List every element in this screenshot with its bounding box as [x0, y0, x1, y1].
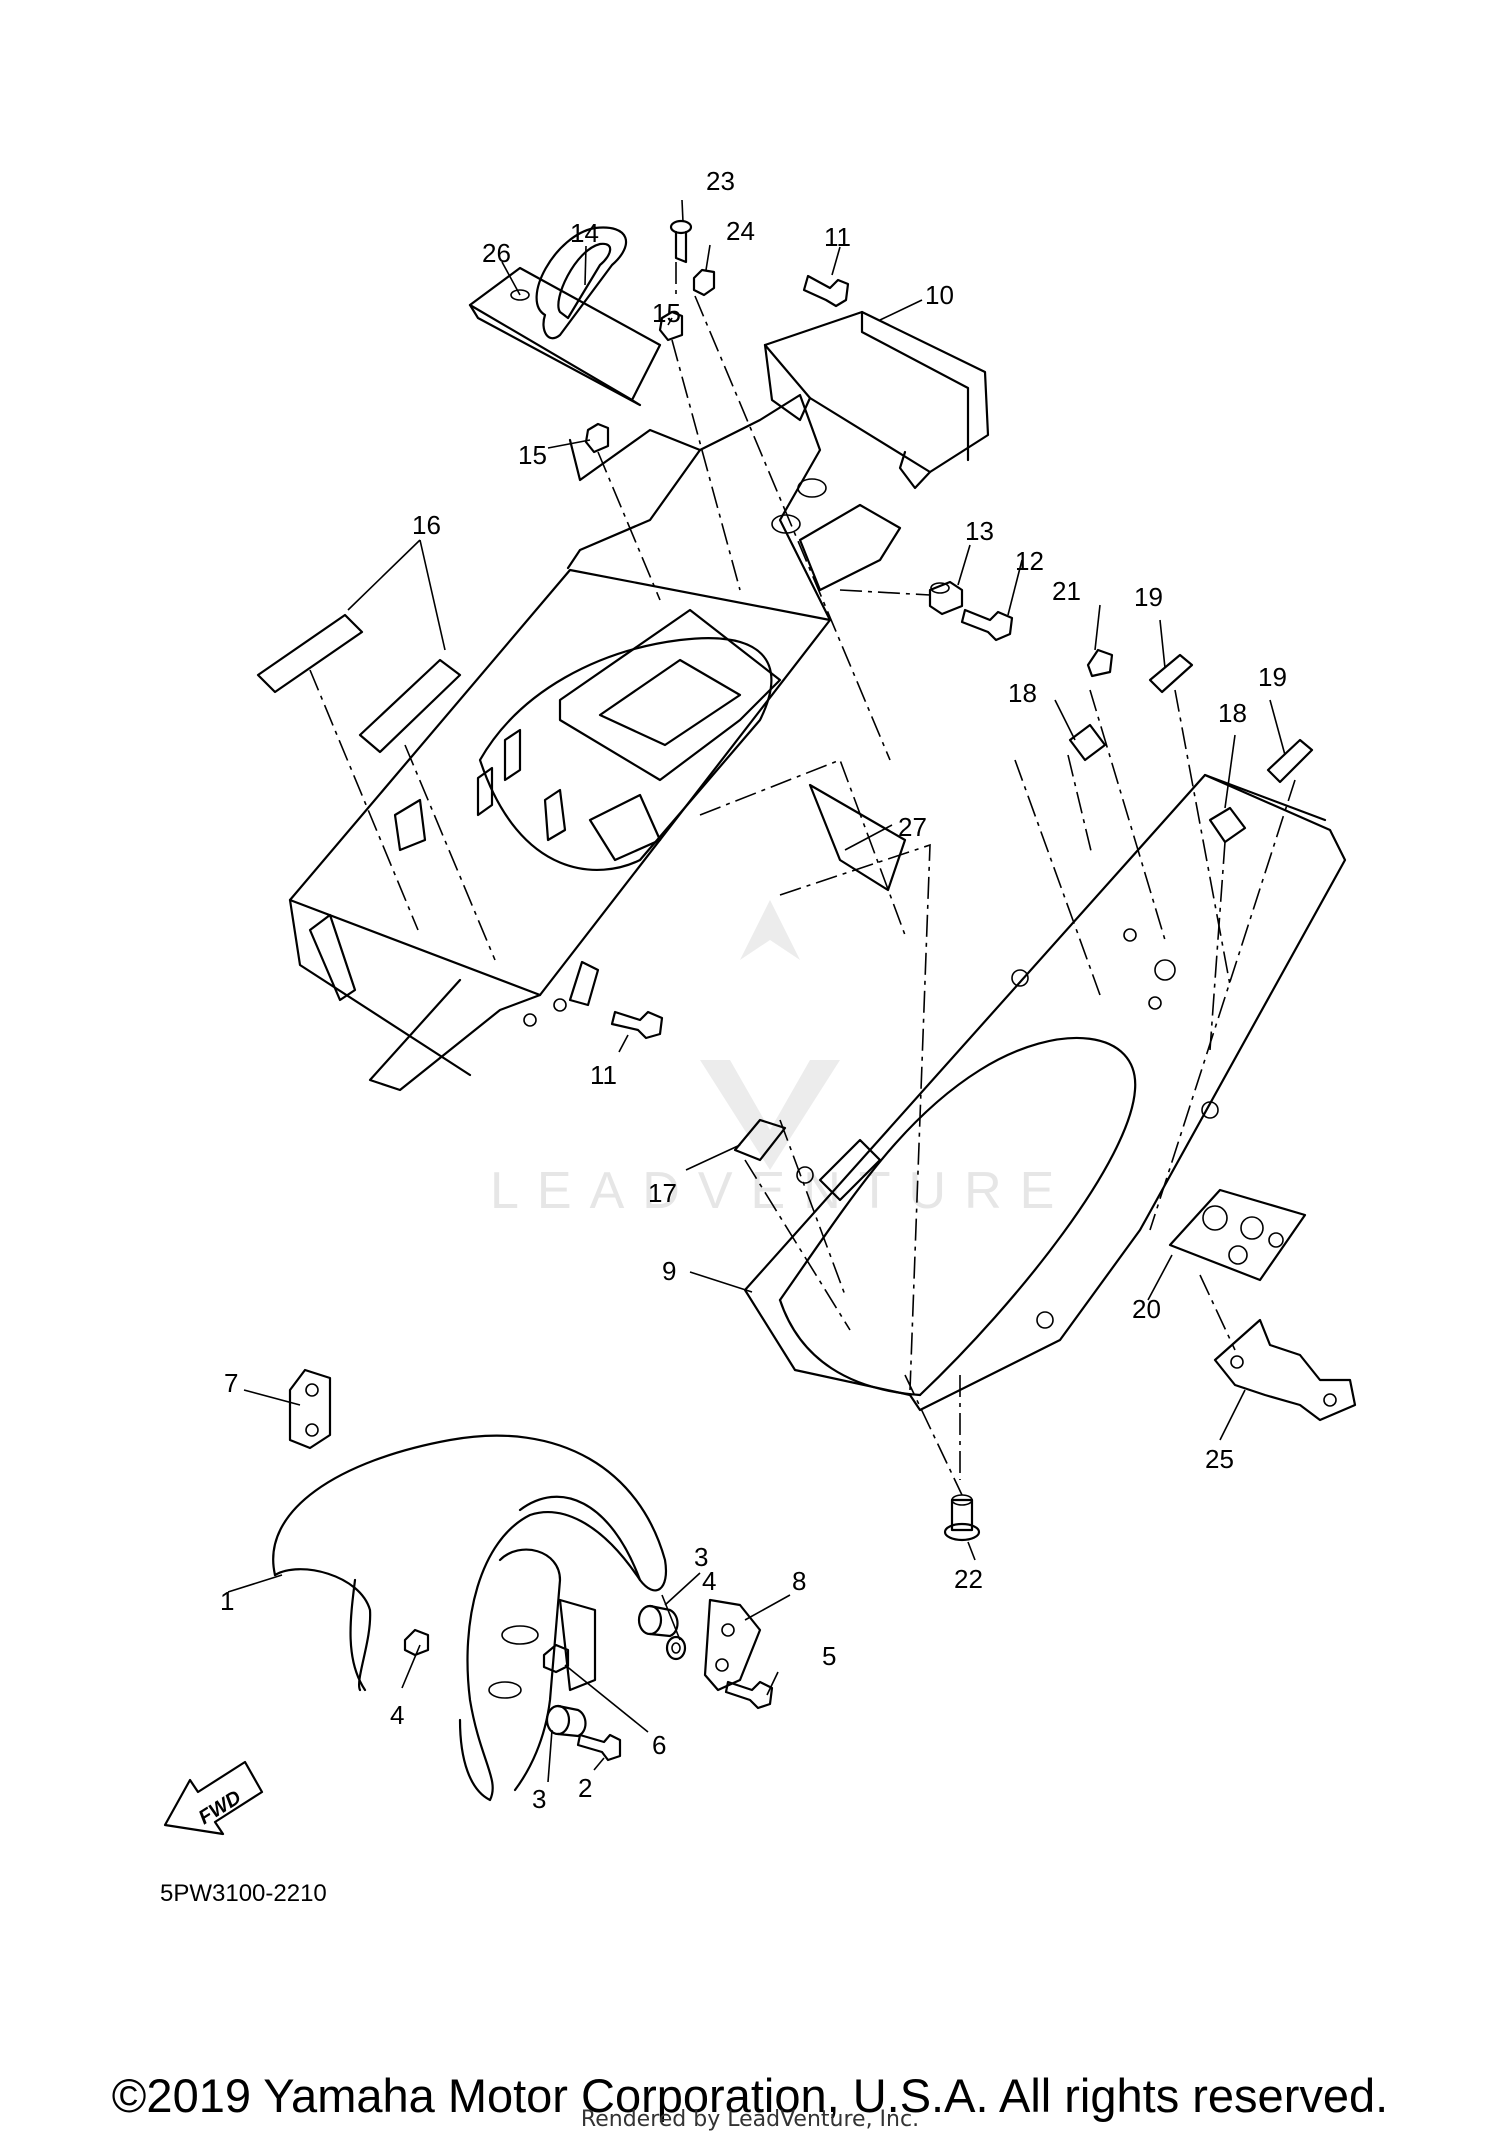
fwd-label: FWD — [195, 1786, 245, 1829]
label-part-27 — [808, 783, 907, 892]
callout-21: 21 — [1052, 576, 1081, 606]
callout-18-left: 18 — [1008, 678, 1037, 708]
callout-9: 9 — [662, 1256, 676, 1286]
nut-part-24 — [692, 268, 716, 297]
callout-numbers: 1 2 3 3 4 4 5 6 7 8 9 10 11 11 12 13 14 … — [220, 166, 1287, 1814]
callout-6: 6 — [652, 1730, 666, 1760]
callout-18-right: 18 — [1218, 698, 1247, 728]
nut-part-6 — [542, 1643, 570, 1674]
callout-20: 20 — [1132, 1294, 1161, 1324]
callout-10: 10 — [925, 280, 954, 310]
callout-11-upper: 11 — [824, 222, 851, 252]
callout-16: 16 — [412, 510, 441, 540]
callout-22: 22 — [954, 1564, 983, 1594]
front-fender-part-1 — [272, 1434, 668, 1802]
pad-part-18-a — [1068, 723, 1107, 762]
callout-7: 7 — [224, 1368, 238, 1398]
callout-3-upper: 3 — [694, 1542, 708, 1572]
collar-part-3-upper — [637, 1604, 679, 1638]
callout-26: 26 — [482, 238, 511, 268]
callout-17: 17 — [648, 1178, 677, 1208]
bolt-part-5 — [724, 1680, 774, 1710]
callout-12: 12 — [1015, 546, 1044, 576]
rear-fender-part-9 — [743, 773, 1347, 1412]
clip-part-15-lower — [584, 422, 610, 454]
label-part-16-a — [256, 613, 364, 694]
callout-23: 23 — [706, 166, 735, 196]
callout-19-left: 19 — [1134, 582, 1163, 612]
copyright-text: ©2019 Yamaha Motor Corporation, U.S.A. A… — [111, 2069, 1389, 2122]
callout-4-left: 4 — [390, 1700, 404, 1730]
assembly-lines — [309, 262, 1296, 1496]
diagram-code: 5PW3100-2210 — [160, 1880, 327, 1907]
bracket-part-8 — [703, 1598, 762, 1692]
rendered-by-text: Rendered by LeadVenture, Inc. — [580, 2107, 920, 2132]
strap-part-14 — [535, 226, 628, 340]
collar-part-13 — [928, 580, 964, 616]
callout-15-upper: 15 — [652, 298, 681, 328]
rear-frame-assembly — [288, 393, 832, 1092]
leader-lines — [227, 199, 1286, 1783]
watermark: LEADVENTURE — [490, 900, 1072, 1220]
pad-part-18-b — [1208, 806, 1247, 844]
collar-part-3-lower — [545, 1704, 587, 1738]
callout-3-lower: 3 — [532, 1784, 546, 1814]
clip-part-21 — [1086, 648, 1114, 678]
callout-8: 8 — [792, 1566, 806, 1596]
callout-27: 27 — [898, 812, 927, 842]
fwd-arrow-icon: FWD — [163, 1760, 264, 1836]
rivet-part-22 — [943, 1494, 981, 1542]
callout-5: 5 — [822, 1641, 836, 1671]
washer-part-4-left — [403, 1628, 430, 1657]
callout-19-right: 19 — [1258, 662, 1287, 692]
plate-part-20 — [1168, 1188, 1307, 1282]
seat-tray-part-26 — [468, 266, 662, 407]
bolt-part-11-lower — [610, 1010, 664, 1040]
bracket-part-7 — [288, 1368, 332, 1450]
callout-4-right: 4 — [702, 1566, 716, 1596]
label-part-16-b — [358, 658, 462, 754]
callout-2: 2 — [578, 1773, 592, 1803]
callout-24: 24 — [726, 216, 755, 246]
callout-1: 1 — [220, 1586, 234, 1616]
callout-13: 13 — [965, 516, 994, 546]
bracket-part-25 — [1213, 1318, 1357, 1422]
screw-part-23 — [669, 219, 693, 264]
bolt-part-12 — [960, 608, 1014, 642]
callout-15-lower: 15 — [518, 440, 547, 470]
battery-box-part-10 — [763, 310, 990, 592]
bolt-part-2 — [576, 1733, 622, 1762]
callout-14: 14 — [570, 218, 599, 248]
label-part-17 — [733, 1118, 787, 1162]
label-part-19-a — [1148, 653, 1194, 694]
washer-part-4-right — [665, 1635, 687, 1661]
bolt-part-11-upper — [802, 274, 850, 308]
callout-11-lower: 11 — [590, 1060, 617, 1090]
clip-part-15-upper — [658, 310, 684, 342]
label-part-19-b — [1266, 738, 1314, 784]
watermark-text: LEADVENTURE — [490, 1162, 1072, 1220]
callout-25: 25 — [1205, 1444, 1234, 1474]
